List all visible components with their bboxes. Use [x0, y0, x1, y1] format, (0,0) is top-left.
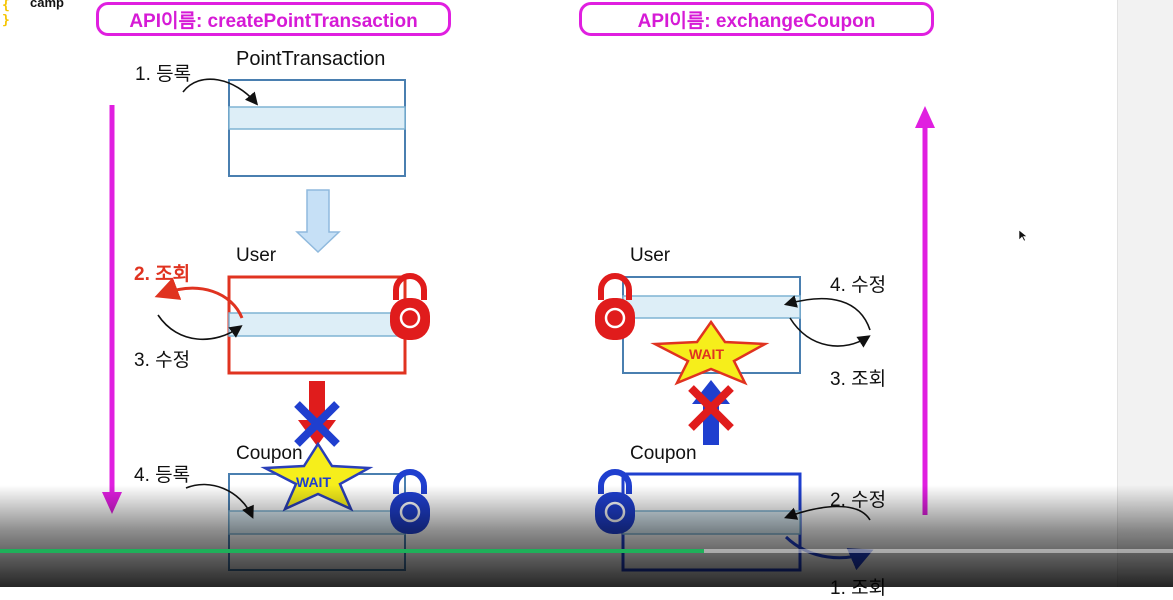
video-progress-fill — [0, 549, 704, 553]
lock-icon-blue-left — [390, 469, 430, 534]
blocked-arrow-right — [688, 380, 734, 445]
wait-text-left: WAIT — [296, 474, 331, 490]
label-coupon-right: Coupon — [630, 443, 697, 464]
table-user-left — [227, 275, 407, 375]
label-left-step2: 2. 조회 — [134, 264, 191, 285]
logo-text: camp — [30, 0, 64, 10]
api-label-create-point-transaction: API이름: createPointTransaction — [96, 2, 451, 36]
wait-star-right — [650, 319, 770, 386]
label-right-step2: 2. 수정 — [830, 490, 887, 511]
label-left-step1: 1. 등록 — [135, 64, 192, 85]
mouse-cursor-icon — [1018, 229, 1028, 242]
arrow-left-step2 — [154, 277, 244, 319]
label-right-step4: 4. 수정 — [830, 275, 887, 296]
lock-icon-red-left — [390, 273, 430, 340]
video-progress-bar[interactable] — [0, 549, 1173, 553]
blocked-arrow-left — [294, 381, 340, 447]
logo: { } camp — [0, 0, 80, 28]
arrow-left-step3 — [157, 314, 243, 341]
label-left-step4: 4. 등록 — [134, 465, 191, 486]
arrow-right-step4 — [783, 295, 871, 331]
table-coupon-right — [621, 472, 802, 572]
label-right-step3: 3. 조회 — [830, 369, 887, 390]
logo-mark: { } — [2, 0, 10, 28]
label-coupon-left: Coupon — [236, 443, 303, 464]
table-pointtransaction — [228, 79, 406, 177]
diagram-canvas — [102, 78, 935, 572]
label-user-right: User — [630, 245, 671, 266]
label-pointtransaction: PointTransaction — [236, 48, 386, 70]
label-user-left: User — [236, 245, 277, 266]
left-flow-arrow — [102, 105, 122, 514]
lock-icon-blue-right — [595, 469, 635, 534]
api-label-exchange-coupon: API이름: exchangeCoupon — [579, 2, 934, 36]
right-flow-arrow — [915, 106, 935, 515]
arrow-right-step3 — [789, 317, 871, 348]
flow-down-arrow — [295, 189, 341, 254]
wait-text-right: WAIT — [689, 346, 724, 362]
lock-icon-red-right — [595, 273, 635, 340]
label-left-step3: 3. 수정 — [134, 350, 191, 371]
arrow-left-step1 — [182, 78, 259, 106]
